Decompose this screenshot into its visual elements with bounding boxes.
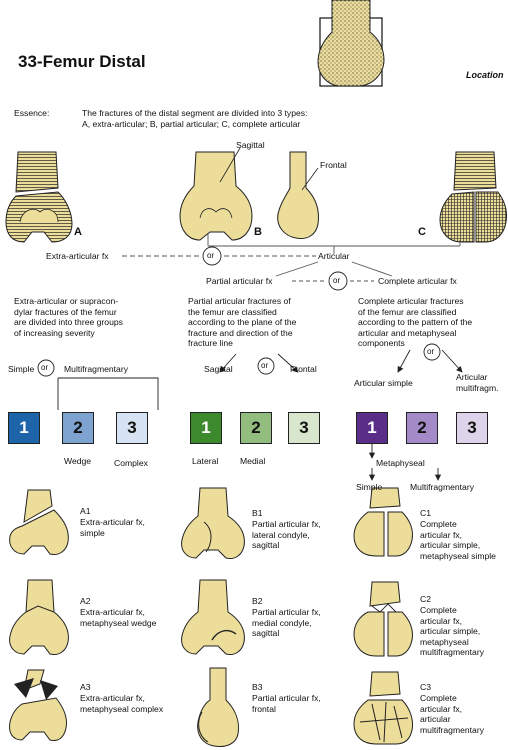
group-b2-box: 2	[240, 412, 272, 444]
location-thumbnail	[317, 0, 385, 87]
group-c2-box: 2	[406, 412, 438, 444]
bone-a1	[9, 489, 69, 555]
bone-a2	[9, 579, 69, 655]
bone-type-a	[5, 151, 73, 243]
group-c3-box: 3	[456, 412, 488, 444]
or-group-c: or	[427, 347, 435, 356]
bone-b2	[181, 579, 245, 655]
partial-articular-label: Partial articular fx	[206, 276, 273, 286]
type-connectors	[122, 234, 461, 282]
bone-c1	[353, 487, 413, 557]
or-circle-articular	[328, 271, 348, 291]
group-b-lateral: Lateral	[192, 456, 219, 466]
or-type: or	[207, 251, 215, 260]
description-c: Complete articular fractures of the femu…	[358, 296, 473, 348]
subtype-b1-desc: Partial articular fx, lateral condyle, s…	[252, 519, 321, 550]
group-a-wedge: Wedge	[64, 456, 92, 466]
bone-b1	[181, 487, 245, 559]
page-title: 33-Femur Distal	[18, 52, 146, 71]
group-a2-box: 2	[62, 412, 94, 444]
group-b3-box: 3	[288, 412, 320, 444]
group-c-multifragmentary: Multifragmentary	[410, 482, 474, 492]
articular-label: Articular	[318, 251, 350, 261]
subtype-c1-desc: Complete articular fx, articular simple,…	[420, 519, 496, 561]
essence-line-1: The fractures of the distal segment are …	[82, 108, 308, 118]
bone-b3	[197, 667, 239, 747]
bone-c2	[353, 581, 413, 657]
type-b-label: B	[254, 226, 262, 238]
subtype-b1-code: B1	[252, 508, 263, 518]
type-a-label: A	[74, 226, 82, 238]
or-group-a: or	[41, 363, 49, 372]
bone-c3	[353, 671, 413, 745]
sagittal-label: Sagittal	[236, 140, 265, 150]
group-a-simple: Simple	[8, 364, 35, 374]
bone-type-b-sagittal	[179, 151, 253, 241]
subtype-b3-desc: Partial articular fx, frontal	[252, 693, 321, 714]
group-b1-box: 1	[190, 412, 222, 444]
group-b-medial: Medial	[240, 456, 266, 466]
or-circle-type	[202, 246, 222, 266]
subtype-a3-code: A3	[80, 682, 91, 692]
group-a-multifragmentary: Multifragmentary	[64, 364, 128, 374]
subtype-a2-desc: Extra-articular fx, metaphyseal wedge	[80, 607, 157, 628]
bone-a3	[9, 669, 67, 741]
subtype-a3-desc: Extra-articular fx, metaphyseal complex	[80, 693, 164, 714]
group-c1-box: 1	[356, 412, 388, 444]
or-group-b: or	[261, 361, 269, 370]
group-c-simple: Simple	[356, 482, 383, 492]
subtype-c3-code: C3	[420, 682, 431, 692]
group-a3-box: 3	[116, 412, 148, 444]
location-label: Location	[466, 70, 504, 80]
group-c-articular-simple: Articular simple	[354, 378, 413, 388]
group-b-sagittal: Sagittal	[204, 364, 233, 374]
type-c-label: C	[418, 226, 426, 238]
subtype-b2-code: B2	[252, 596, 263, 606]
subtype-a2-code: A2	[80, 596, 91, 606]
essence-line-2: A, extra-articular; B, partial articular…	[82, 119, 301, 129]
group-a1-box: 1	[8, 412, 40, 444]
extra-articular-label: Extra-articular fx	[46, 251, 109, 261]
group-b-arrows	[219, 353, 299, 375]
subtype-c1-code: C1	[420, 508, 431, 518]
essence-label: Essence:	[14, 108, 50, 118]
group-c-articular-multifragm: Articular multifragm.	[456, 372, 499, 393]
subtype-b3-code: B3	[252, 682, 263, 692]
group-c-metaphyseal: Metaphyseal	[376, 458, 425, 468]
group-a-complex: Complex	[114, 458, 148, 468]
frontal-label: Frontal	[320, 160, 347, 170]
bone-type-c	[439, 151, 507, 243]
frontal-pointer	[301, 167, 319, 191]
subtype-c3-desc: Complete articular fx, articular multifr…	[420, 693, 484, 735]
complete-articular-label: Complete articular fx	[378, 276, 457, 286]
group-a-connectors	[37, 359, 159, 410]
or-articular: or	[333, 276, 341, 285]
bone-type-b-frontal	[277, 151, 319, 239]
description-b: Partial articular fractures of the femur…	[188, 296, 297, 348]
group-b-frontal: Frontal	[290, 364, 317, 374]
subtype-a1-desc: Extra-articular fx, simple	[80, 517, 145, 538]
subtype-b2-desc: Partial articular fx, medial condyle, sa…	[252, 607, 321, 638]
description-a: Extra-articular or supracon- dylar fract…	[14, 296, 123, 338]
subtype-a1-code: A1	[80, 506, 91, 516]
subtype-c2-desc: Complete articular fx, articular simple,…	[420, 605, 484, 657]
sagittal-pointer	[219, 147, 241, 183]
group-c-arrows	[368, 343, 463, 481]
subtype-c2-code: C2	[420, 594, 431, 604]
